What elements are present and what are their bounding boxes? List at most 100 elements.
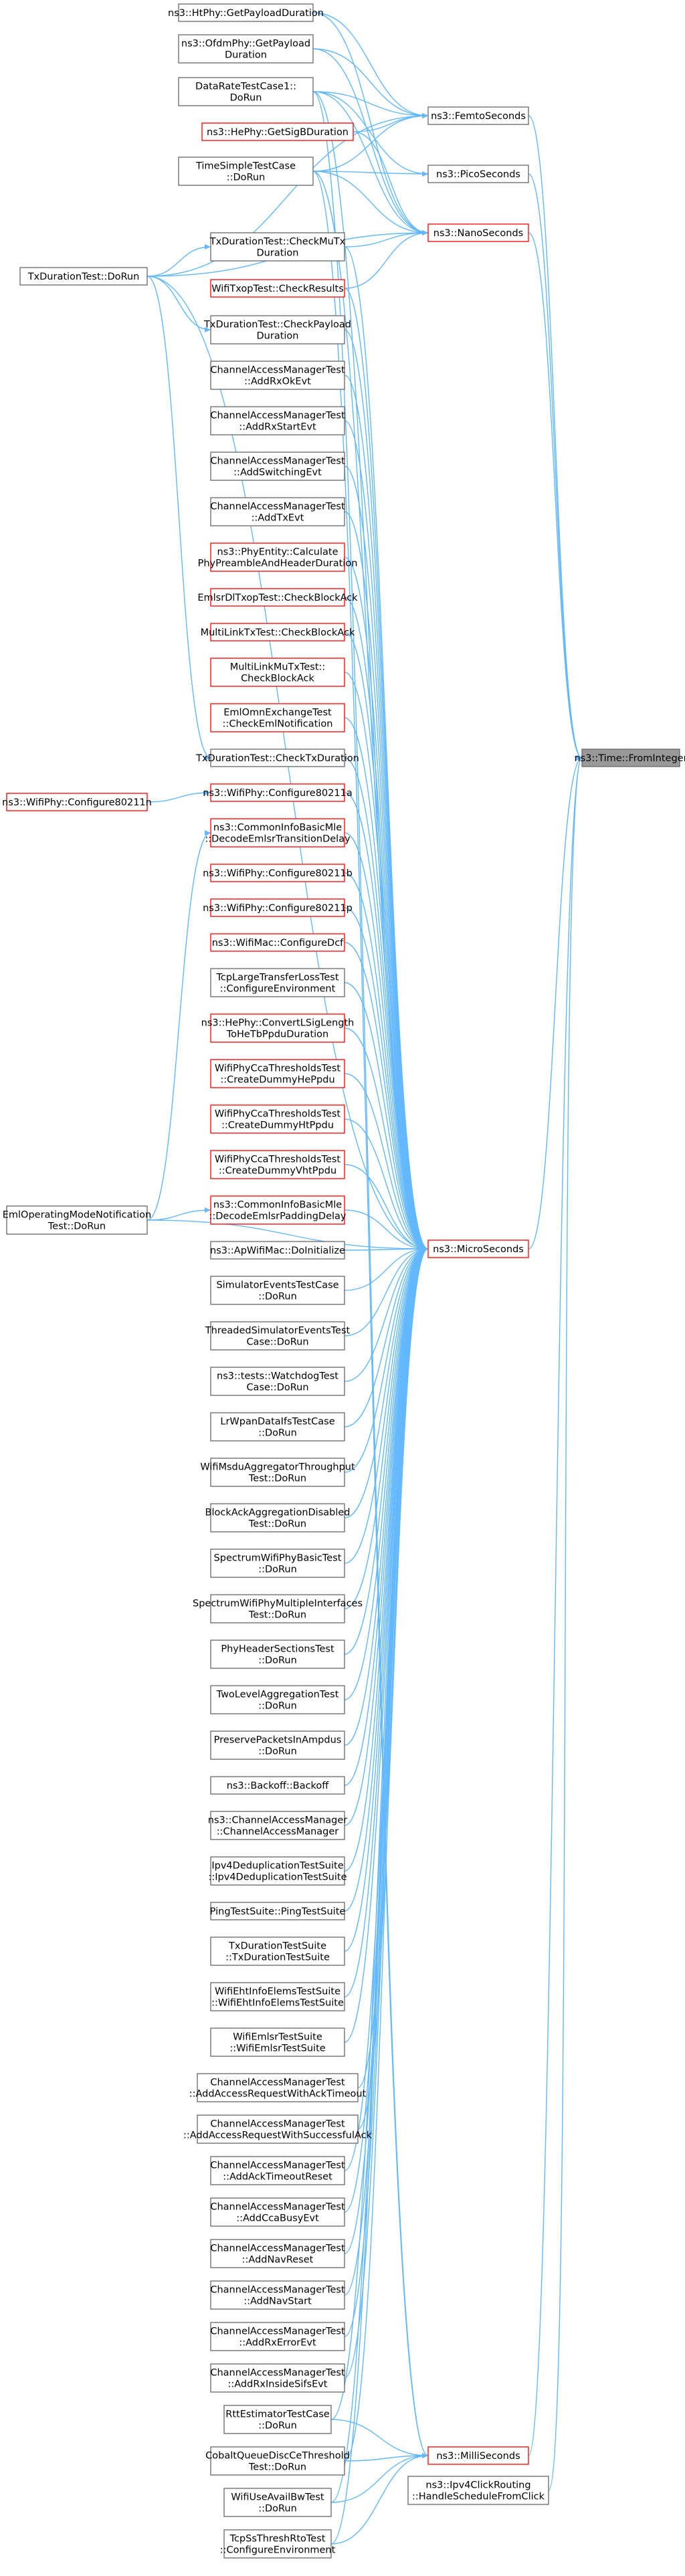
node-preservepacketsinampdus-dorun[interactable]: PreservePacketsInAmpdus::DoRun (210, 1730, 345, 1760)
node-emlomnexchangetest-checkemlnotification[interactable]: EmlOmnExchangeTest::CheckEmlNotification (210, 703, 345, 732)
node-wifiphyccathresholdstest-createdummyheppdu[interactable]: WifiPhyCcaThresholdsTest::CreateDummyHeP… (210, 1059, 345, 1088)
node-cam-addaccessrequestwithsuccessfulack[interactable]: ChannelAccessManagerTest::AddAccessReque… (183, 2114, 373, 2144)
node-milliseconds[interactable]: ns3::MilliSeconds (427, 2446, 529, 2465)
edge-n_wifimac-to-h_micro (344, 942, 429, 1252)
node-tcplargetransferlosstest-configureenvironment[interactable]: TcpLargeTransferLossTest::ConfigureEnvir… (210, 968, 345, 997)
node-wifiehtinfoelemstestsuite[interactable]: WifiEhtInfoElemsTestSuite::WifiEhtInfoEl… (210, 1982, 345, 2011)
node-wifitxoptest-checkresults[interactable]: WifiTxopTest::CheckResults (210, 279, 345, 298)
node-pingtestsuite[interactable]: PingTestSuite::PingTestSuite (210, 1902, 346, 1920)
node-backoff-backoff[interactable]: ns3::Backoff::Backoff (210, 1776, 345, 1795)
node-wifiemlsrtestsuite[interactable]: WifiEmlsrTestSuite::WifiEmlsrTestSuite (210, 2027, 345, 2057)
node-cam-addaccessrequestwithsuccessfulack-label: ChannelAccessManagerTest (210, 2119, 345, 2130)
node-wifiphy-configure80211p[interactable]: ns3::WifiPhy::Configure80211p (203, 898, 353, 917)
node-cam-addnavstart[interactable]: ChannelAccessManagerTest::AddNavStart (210, 2280, 345, 2310)
node-wifiphyccathresholdstest-createdummyvhtppdu[interactable]: WifiPhyCcaThresholdsTest::CreateDummyVht… (210, 1150, 345, 1179)
edge-n_spectrummulti-to-h_micro (344, 1246, 429, 1609)
node-cam-addccabusyevt-label: ::AddCcaBusyEvt (236, 2213, 319, 2224)
node-phyentity-calculatephypreamble-label: PhyPreambleAndHeaderDuration (198, 559, 358, 569)
node-wifiphy-configure80211a[interactable]: ns3::WifiPhy::Configure80211a (203, 783, 353, 802)
node-rttestimatortestcase-dorun[interactable]: RttEstimatorTestCase::DoRun (223, 2405, 332, 2434)
node-cam-addacktimeoutreset[interactable]: ChannelAccessManagerTest::AddAckTimeoutR… (210, 2156, 345, 2185)
node-commoninfobasicmle-decodeemlsrtransitiondelay[interactable]: ns3::CommonInfoBasicMle::DecodeEmlsrTran… (205, 818, 351, 848)
node-lrwpandataifstestcase-dorun-label: ::DoRun (258, 1428, 297, 1439)
node-channelaccessmanager-ctor-label: ns3::ChannelAccessManager (208, 1815, 348, 1826)
node-time-frominteger-box (581, 749, 680, 767)
edge-h_nano-to-t_from (528, 232, 583, 761)
node-femtoseconds[interactable]: ns3::FemtoSeconds (427, 106, 529, 125)
node-wifiphy-configure80211p-box (210, 898, 345, 917)
node-cam-addtxevt[interactable]: ChannelAccessManagerTest::AddTxEvt (210, 497, 345, 526)
node-hephy-convertlsiglength[interactable]: ns3::HePhy::ConvertLSigLengthToHeTbPpduD… (201, 1013, 355, 1043)
node-cam-addrxstartevt-label: ::AddRxStartEvt (239, 422, 316, 433)
node-txdurationtest-dorun[interactable]: TxDurationTest::DoRun (19, 267, 148, 286)
node-twolevelaggregationtest-dorun-label: TwoLevelAggregationTest (216, 1690, 339, 1700)
node-cam-addaccessrequestwithacktimeout[interactable]: ChannelAccessManagerTest::AddAccessReque… (189, 2073, 367, 2102)
edge-n_cobalt-to-h_milli (344, 2453, 429, 2462)
node-wifiuseavailbwtest-dorun-label: ::DoRun (258, 2504, 297, 2514)
edge-n_emlop-to-n_cominfo (146, 830, 211, 1221)
node-picoseconds-label: ns3::PicoSeconds (436, 169, 520, 180)
node-wifiphy-configure80211b[interactable]: ns3::WifiPhy::Configure80211b (203, 864, 353, 882)
node-microseconds[interactable]: ns3::MicroSeconds (427, 1240, 529, 1258)
node-cam-addrxinsidesifsevt[interactable]: ChannelAccessManagerTest::AddRxInsideSif… (210, 2363, 345, 2393)
edge-n_phyentity-to-h_micro (344, 557, 429, 1252)
node-ofdmphy-getpayloadduration[interactable]: ns3::OfdmPhy::GetPayloadDuration (178, 34, 314, 64)
node-ipv4deduplicationtestsuite[interactable]: Ipv4DeduplicationTestSuite::Ipv4Deduplic… (208, 1856, 347, 1886)
node-time-frominteger[interactable]: ns3::Time::FromInteger (574, 749, 685, 767)
node-tcplargetransferlosstest-configureenvironment-label: TcpLargeTransferLossTest (215, 973, 338, 983)
node-cam-addrxokevt[interactable]: ChannelAccessManagerTest::AddRxOkEvt (210, 361, 345, 390)
node-txdurationtest-dorun-label: TxDurationTest::DoRun (27, 272, 140, 282)
edge-n_camrxinside-to-h_micro (344, 1246, 429, 2379)
node-hephy-getsigbduration[interactable]: ns3::HePhy::GetSigBDuration (201, 122, 354, 141)
node-cam-addccabusyevt[interactable]: ChannelAccessManagerTest::AddCcaBusyEvt (210, 2197, 345, 2227)
node-nanoseconds[interactable]: ns3::NanoSeconds (427, 223, 529, 242)
node-spectrumwifiphymultipleinterfacestest-dorun-label: SpectrumWifiPhyMultipleInterfaces (193, 1599, 363, 1609)
node-multilinkmutxtest-checkblockack-box (210, 658, 345, 687)
node-multilinkmutxtest-checkblockack[interactable]: MultiLinkMuTxTest::CheckBlockAck (210, 658, 345, 687)
node-wifiphy-configure80211n[interactable]: ns3::WifiPhy::Configure80211n (2, 793, 152, 811)
node-cam-addswitchingevt[interactable]: ChannelAccessManagerTest::AddSwitchingEv… (210, 452, 345, 481)
node-ipv4clickrouting-handleschedulefromclick[interactable]: ns3::Ipv4ClickRouting::HandleScheduleFro… (407, 2476, 549, 2505)
node-multilinktxtest-checkblockack[interactable]: MultiLinkTxTest::CheckBlockAck (201, 623, 355, 641)
node-emlsrdltxoptest-checkblockack[interactable]: EmlsrDlTxopTest::CheckBlockAck (197, 588, 358, 607)
node-tcpssthreshrtotest-configureenvironment[interactable]: TcpSsThreshRtoTest::ConfigureEnvironment (220, 2529, 336, 2559)
node-timesimpletestcase-dorun[interactable]: TimeSimpleTestCase::DoRun (178, 157, 314, 186)
node-wifiehtinfoelemstestsuite-label: WifiEhtInfoElemsTestSuite (215, 1987, 340, 1997)
node-phyentity-calculatephypreamble-box (210, 542, 345, 572)
node-cam-addacktimeoutreset-box (210, 2156, 345, 2185)
node-spectrumwifiphymultipleinterfacestest-dorun[interactable]: SpectrumWifiPhyMultipleInterfacesTest::D… (193, 1594, 363, 1623)
edge-n_emlop-to-n_cominfo2 (146, 1207, 211, 1221)
node-txdurationtestsuite[interactable]: TxDurationTestSuite::TxDurationTestSuite (210, 1937, 345, 1966)
node-multilinktxtest-checkblockack-label: MultiLinkTxTest::CheckBlockAck (201, 627, 355, 638)
node-cam-addrxerrorevt[interactable]: ChannelAccessManagerTest::AddRxErrorEvt (210, 2322, 345, 2351)
node-wifimac-configuredcf[interactable]: ns3::WifiMac::ConfigureDcf (210, 933, 345, 952)
node-twolevelaggregationtest-dorun[interactable]: TwoLevelAggregationTest::DoRun (210, 1685, 345, 1714)
node-cam-addnavreset[interactable]: ChannelAccessManagerTest::AddNavReset (210, 2239, 345, 2268)
edge-h_micro-to-t_from (528, 755, 583, 1250)
node-htphy-getpayloadduration[interactable]: ns3::HtPhy::GetPayloadDuration (168, 3, 324, 22)
node-wifiphyccathresholdstest-createdummyhtppdu[interactable]: WifiPhyCcaThresholdsTest::CreateDummyHtP… (210, 1104, 345, 1134)
edge-n_txdorun-to-n_checkmutx (146, 244, 211, 277)
node-simulatoreventstestcase-dorun[interactable]: SimulatorEventsTestCase::DoRun (210, 1276, 345, 1305)
node-dataratetestcase1-dorun[interactable]: DataRateTestCase1::DoRun (178, 77, 314, 106)
node-commoninfobasicmle-decodeemlsrpaddingdelay[interactable]: ns3::CommonInfoBasicMle::DecodeEmlsrPadd… (209, 1195, 347, 1225)
node-picoseconds[interactable]: ns3::PicoSeconds (427, 165, 529, 183)
node-cam-addrxstartevt[interactable]: ChannelAccessManagerTest::AddRxStartEvt (210, 406, 345, 435)
node-channelaccessmanager-ctor[interactable]: ns3::ChannelAccessManager::ChannelAccess… (208, 1811, 348, 1840)
node-apwifimac-doinitialize[interactable]: ns3::ApWifiMac::DoInitialize (210, 1241, 345, 1260)
node-wifiuseavailbwtest-dorun[interactable]: WifiUseAvailBwTest::DoRun (223, 2488, 332, 2517)
node-phyheadersectionstest-dorun[interactable]: PhyHeaderSectionsTest::DoRun (210, 1640, 345, 1669)
node-lrwpandataifstestcase-dorun[interactable]: LrWpanDataIfsTestCase::DoRun (210, 1412, 345, 1442)
node-spectrumwifiphybasictest-dorun[interactable]: SpectrumWifiPhyBasicTest::DoRun (210, 1549, 345, 1578)
node-phyentity-calculatephypreamble[interactable]: ns3::PhyEntity::CalculatePhyPreambleAndH… (198, 542, 358, 572)
node-simulatoreventstestcase-dorun-label: SimulatorEventsTestCase (216, 1280, 338, 1291)
node-txdurationtest-checktxduration[interactable]: TxDurationTest::CheckTxDuration (195, 749, 359, 767)
